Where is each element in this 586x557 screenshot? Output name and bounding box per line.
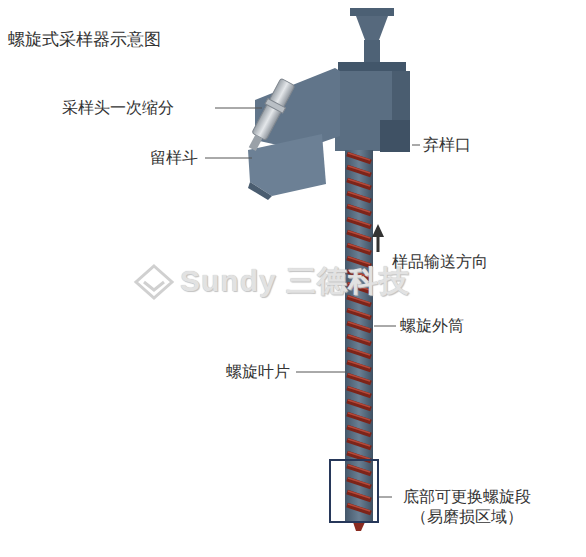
direction-arrow (377, 236, 380, 252)
direction-label: 样品输送方向 (392, 252, 488, 272)
part-label: 采样头一次缩分 (62, 98, 174, 118)
watermark: Sundy 三德科技 (180, 264, 410, 298)
part-label: 螺旋外筒 (400, 316, 464, 336)
direction-arrowhead (372, 224, 384, 237)
top-plate (338, 62, 406, 71)
screw-tip (353, 522, 365, 531)
diagram-title: 螺旋式采样器示意图 (8, 30, 161, 50)
retain-hopper (248, 134, 326, 196)
leader-lines (205, 108, 420, 497)
discard-outlet (380, 120, 410, 152)
top-flange (350, 8, 394, 16)
top-column (364, 40, 380, 64)
hopper-lip (248, 182, 272, 200)
sampling-head (243, 77, 296, 153)
part-label: 留样斗 (150, 148, 198, 168)
top-cone (356, 16, 388, 40)
watermark-logo (136, 266, 172, 298)
wear-zone-box (330, 460, 378, 522)
screw-tube (345, 150, 373, 522)
part-label: 螺旋叶片 (226, 362, 290, 382)
housing (335, 71, 410, 151)
part-label: 底部可更换螺旋段 （易磨损区域） (392, 487, 542, 527)
part-label: 弃样口 (423, 135, 471, 155)
